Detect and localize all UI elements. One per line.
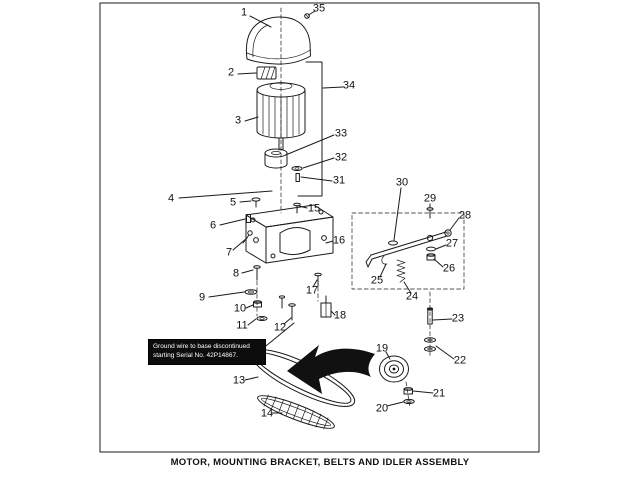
callout-1: 1 bbox=[240, 6, 248, 19]
drive-pulley bbox=[264, 148, 288, 169]
callout-4: 4 bbox=[167, 192, 175, 205]
callout-15: 15 bbox=[307, 202, 321, 215]
callout-14: 14 bbox=[260, 407, 274, 420]
callout-6: 6 bbox=[209, 219, 217, 232]
callout-2: 2 bbox=[227, 66, 235, 79]
cover-screw bbox=[304, 13, 310, 19]
callout-7: 7 bbox=[225, 246, 233, 259]
callout-30: 30 bbox=[395, 176, 409, 189]
callout-8: 8 bbox=[232, 267, 240, 280]
callout-32: 32 bbox=[334, 151, 348, 164]
diagram-caption: MOTOR, MOUNTING BRACKET, BELTS AND IDLER… bbox=[170, 457, 470, 468]
callout-23: 23 bbox=[451, 312, 465, 325]
callout-25: 25 bbox=[370, 274, 384, 287]
callout-10: 10 bbox=[233, 302, 247, 315]
callout-34: 34 bbox=[342, 79, 356, 92]
idler-pulley bbox=[379, 355, 415, 409]
motor-mount-fasteners bbox=[242, 197, 332, 321]
motor-cover bbox=[245, 16, 311, 65]
motor bbox=[256, 82, 306, 151]
callout-20: 20 bbox=[375, 402, 389, 415]
note-box: Ground wire to base discontinued startin… bbox=[148, 339, 266, 365]
assembly-group-line bbox=[297, 61, 323, 197]
callout-27: 27 bbox=[445, 237, 459, 250]
callout-35: 35 bbox=[312, 2, 326, 15]
callout-19: 19 bbox=[375, 342, 389, 355]
callout-3: 3 bbox=[234, 114, 242, 127]
callout-17: 17 bbox=[305, 284, 319, 297]
callout-leader-lines bbox=[178, 10, 460, 414]
callout-13: 13 bbox=[232, 374, 246, 387]
callout-31: 31 bbox=[332, 174, 346, 187]
callout-18: 18 bbox=[333, 309, 347, 322]
callout-22: 22 bbox=[453, 354, 467, 367]
callout-24: 24 bbox=[405, 290, 419, 303]
pulley-washer bbox=[291, 166, 303, 171]
callout-16: 16 bbox=[332, 234, 346, 247]
pulley-pin bbox=[295, 173, 300, 182]
callout-5: 5 bbox=[229, 196, 237, 209]
callout-21: 21 bbox=[432, 387, 446, 400]
direction-arrow bbox=[287, 345, 375, 394]
callout-28: 28 bbox=[458, 209, 472, 222]
callout-33: 33 bbox=[334, 127, 348, 140]
ribbed-belt bbox=[257, 394, 335, 430]
callout-9: 9 bbox=[198, 291, 206, 304]
callout-12: 12 bbox=[273, 321, 287, 334]
callout-26: 26 bbox=[442, 262, 456, 275]
capacitor bbox=[256, 66, 277, 80]
idler-lever-assembly bbox=[351, 207, 465, 357]
callout-29: 29 bbox=[423, 192, 437, 205]
page-frame bbox=[99, 2, 540, 453]
callout-11: 11 bbox=[236, 319, 248, 332]
